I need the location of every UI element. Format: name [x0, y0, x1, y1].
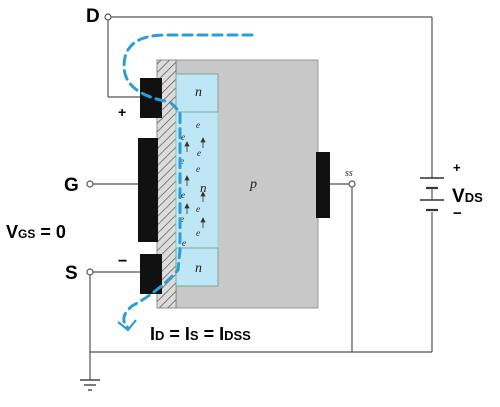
electron-label: e: [182, 238, 186, 248]
source-n-region: [175, 247, 219, 287]
circuit-wires: [89, 16, 433, 380]
drain-n-label: n: [195, 85, 202, 100]
electron-markers: e e e e e e e e e e: [180, 120, 201, 248]
battery-icon: [420, 177, 444, 212]
vds-plus-sign: +: [453, 160, 461, 175]
drain-label: D: [86, 6, 100, 27]
source-label: S: [65, 263, 78, 284]
gate-terminal: [86, 180, 94, 188]
gate-contact: [138, 138, 158, 242]
current-relation-label: ID = IS = IDSS: [150, 324, 251, 344]
electron-label: e: [180, 214, 184, 224]
substrate-contact: [316, 152, 330, 218]
drain-plus-sign: +: [118, 104, 126, 120]
ground-icon: [80, 379, 100, 391]
gate-label: G: [64, 175, 79, 196]
source-minus-sign: −: [118, 253, 127, 270]
source-contact: [140, 254, 162, 294]
vgs-label: VGS = 0: [6, 222, 66, 242]
substrate-terminal: [348, 180, 356, 188]
electron-label: e: [181, 190, 185, 200]
n-channel: [175, 111, 219, 249]
vds-label: VDS: [452, 186, 483, 207]
electron-label: e: [180, 156, 184, 166]
drain-n-region: [175, 73, 219, 113]
vds-minus-sign: −: [453, 205, 462, 222]
ss-label: ss: [345, 168, 353, 179]
p-label: p: [249, 177, 257, 192]
electron-label: e: [197, 148, 201, 158]
current-flow-path: [122, 33, 254, 330]
source-n-label: n: [195, 261, 202, 276]
electron-label: e: [196, 164, 200, 174]
up-arrows: [184, 137, 206, 228]
channel-n-label: n: [200, 180, 207, 195]
flow-arrow-icon: [117, 319, 137, 332]
electron-label: e: [196, 228, 200, 238]
source-terminal: [86, 268, 94, 276]
drain-terminal: [104, 13, 112, 21]
electron-label: e: [196, 204, 200, 214]
electron-label: e: [181, 132, 185, 142]
electron-label: e: [196, 120, 200, 130]
